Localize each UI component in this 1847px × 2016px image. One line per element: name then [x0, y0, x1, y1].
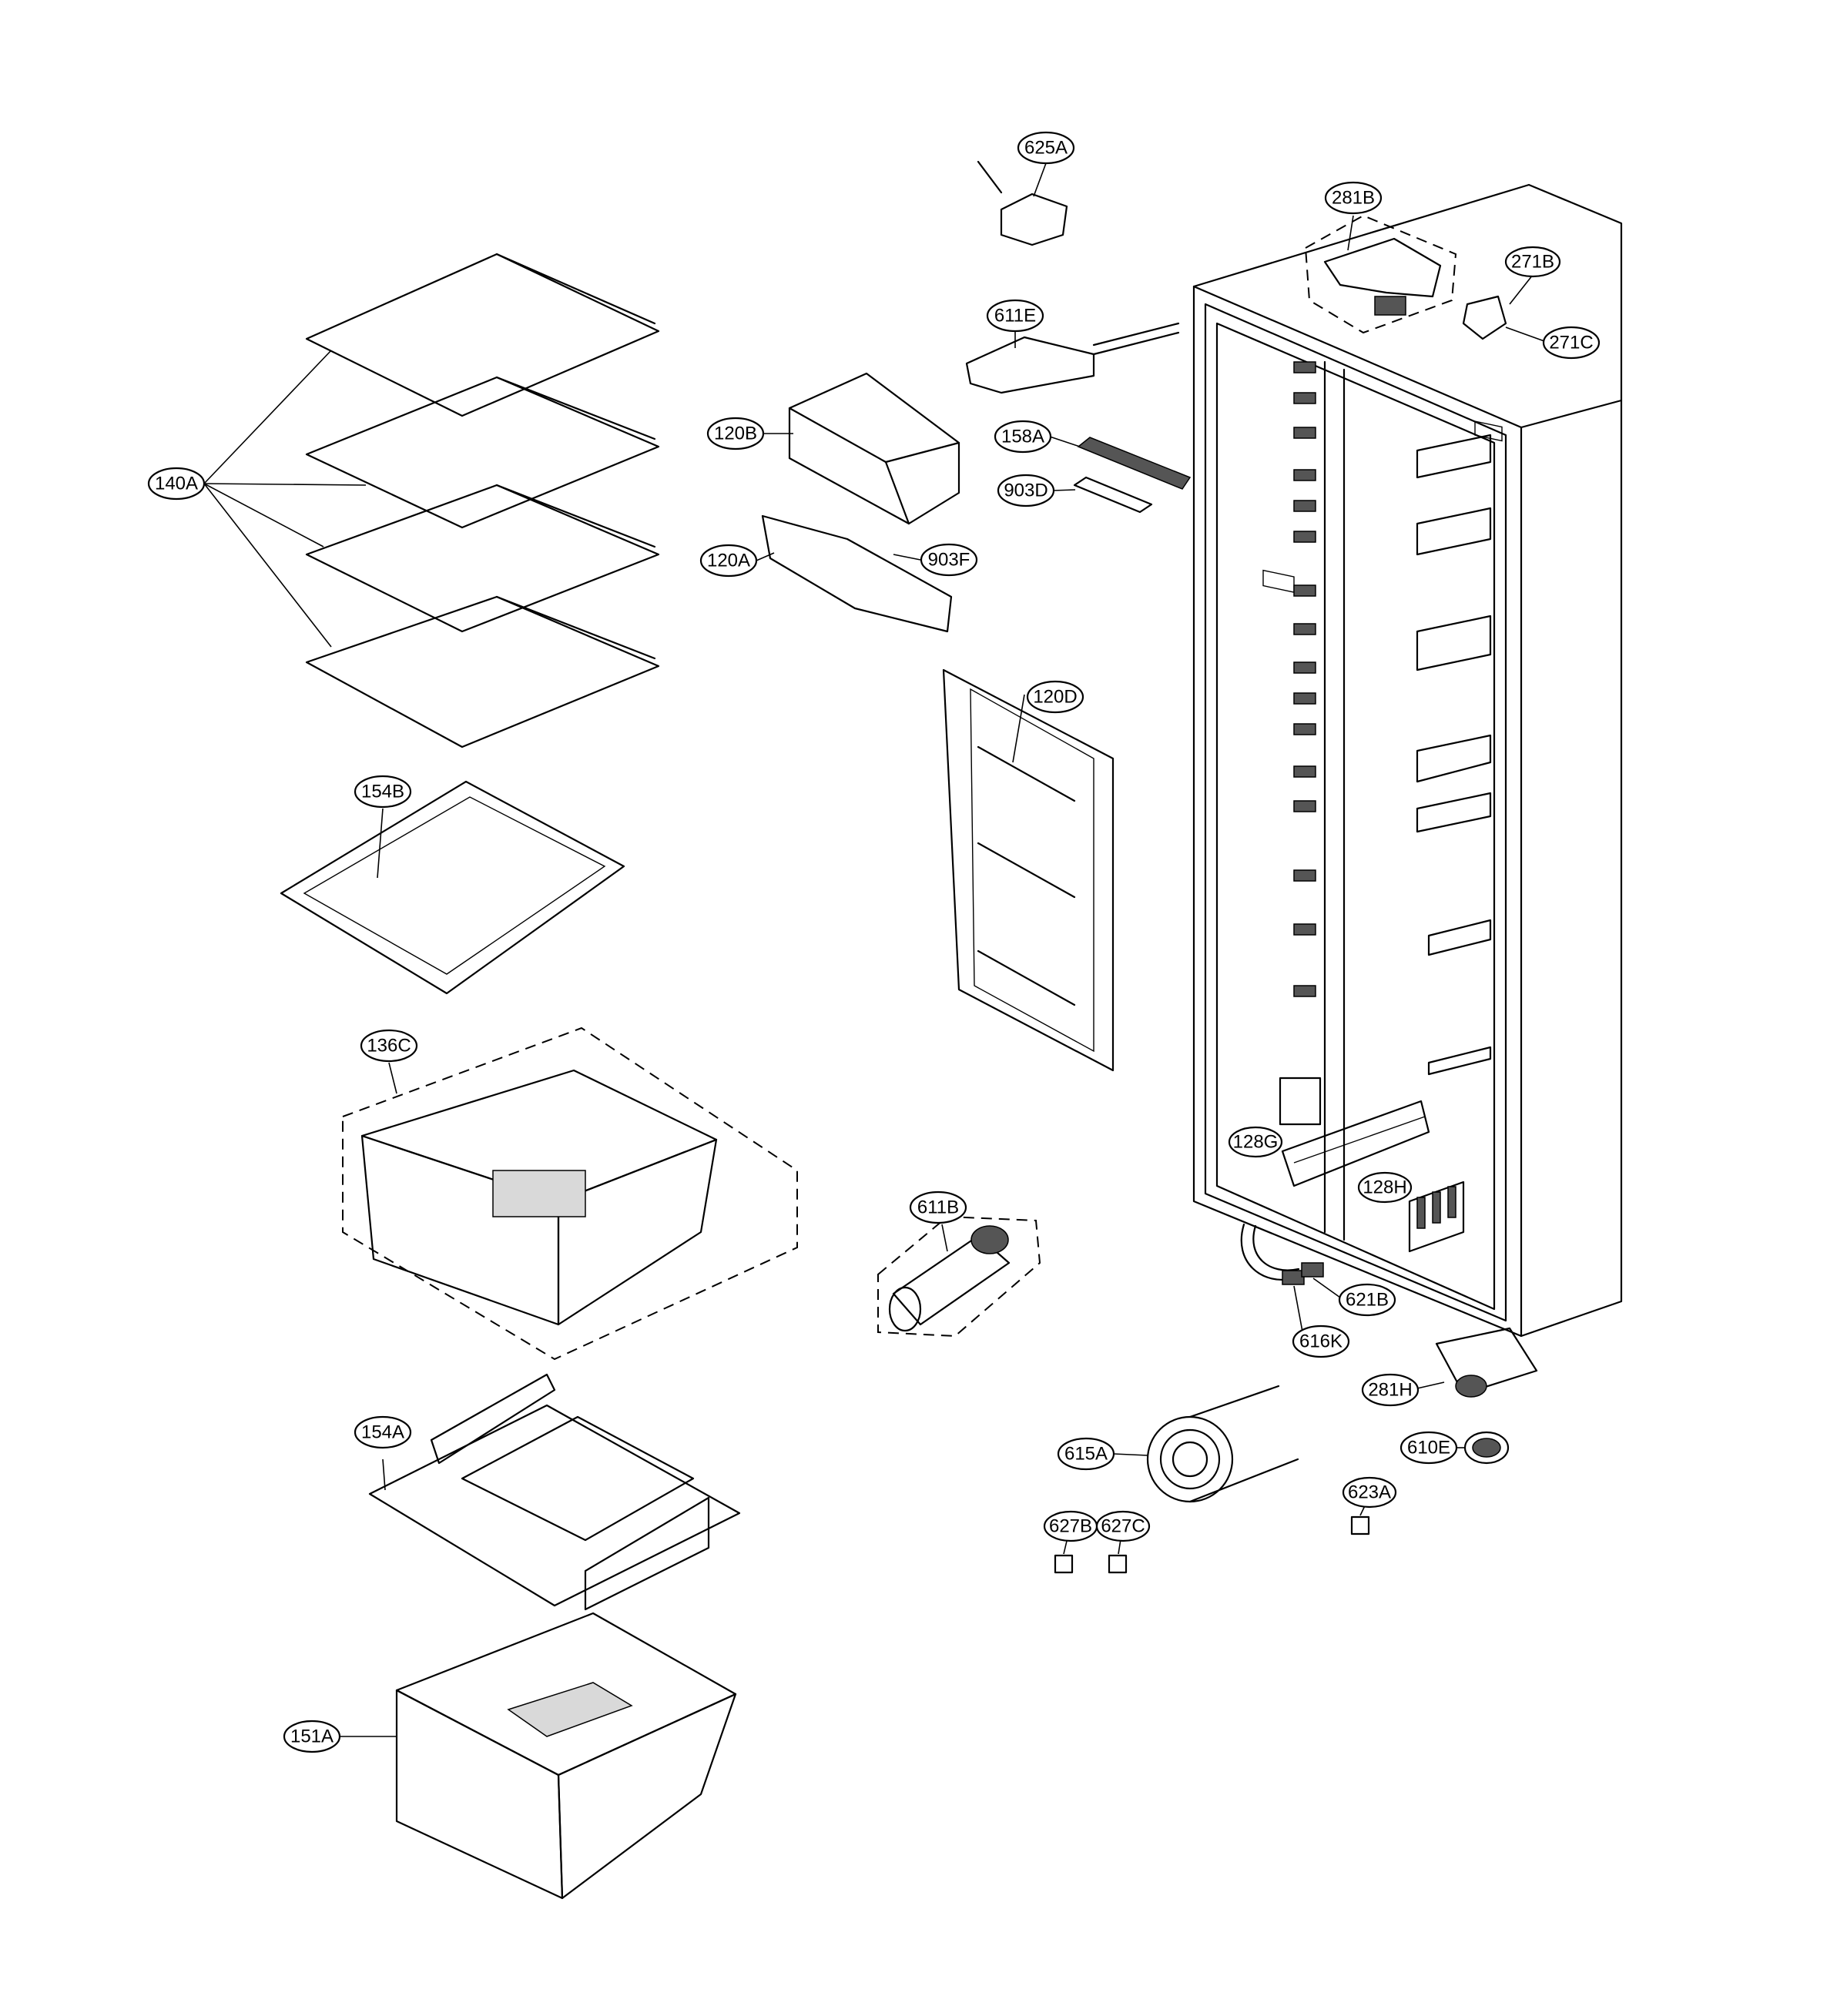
cover-625a [977, 160, 1068, 246]
callout-label: 616K [1299, 1331, 1343, 1352]
callout-label: 128G [1233, 1132, 1279, 1153]
part-120a [761, 514, 953, 633]
callout-label: 281H [1368, 1380, 1412, 1401]
callout-label: 611E [994, 306, 1036, 327]
hinge-assembly-bounding-box [1304, 214, 1457, 334]
callout-615a: 615A [1057, 1437, 1115, 1471]
callout-label: 140A [155, 474, 198, 494]
cap-610e [1463, 1431, 1510, 1465]
part-120b [788, 372, 960, 525]
callout-label: 903F [928, 550, 970, 571]
callout-label: 120D [1033, 687, 1077, 708]
panel-120d [942, 668, 1115, 1072]
slide-rail-128h [1408, 1180, 1465, 1253]
top-hinge-cover [1323, 237, 1442, 298]
callout-120d: 120D [1026, 680, 1084, 714]
callout-611e: 611E [986, 299, 1044, 333]
crisper-assembly-bounding-box [342, 1026, 798, 1361]
water-fittings [1282, 1262, 1324, 1285]
callout-621b: 621B [1338, 1283, 1396, 1317]
callout-151a: 151A [283, 1720, 341, 1753]
water-filter-611b [888, 1225, 1011, 1332]
tray-154a [368, 1373, 741, 1611]
callout-154b: 154B [354, 775, 412, 809]
callout-610e: 610E [1399, 1431, 1458, 1465]
leader-lines [203, 162, 1545, 1737]
strip-158a [1077, 437, 1192, 490]
refrigerator-cabinet [1192, 183, 1623, 1338]
callout-label: 627C [1101, 1516, 1145, 1537]
callout-271b: 271B [1504, 246, 1561, 278]
callout-label: 611B [917, 1197, 959, 1218]
callout-label: 621B [1346, 1290, 1389, 1311]
callout-903f: 903F [920, 543, 978, 577]
slide-rail-128g [1281, 1100, 1430, 1187]
callout-label: 281B [1332, 188, 1375, 209]
clip-623a [1350, 1515, 1370, 1535]
crisper-drawer-136c [360, 1069, 718, 1326]
callout-154a: 154A [354, 1415, 412, 1449]
callout-623a: 623A [1342, 1476, 1397, 1509]
callout-label: 136C [367, 1036, 411, 1057]
shelf-frame-154b [280, 780, 625, 995]
drawer-151a [395, 1612, 737, 1900]
callout-128g: 128G [1228, 1126, 1283, 1158]
bottom-hinge-281h [1435, 1327, 1538, 1398]
callout-616k: 616K [1292, 1324, 1350, 1358]
callout-label: 154B [361, 782, 404, 802]
fresh-food-shelf-brackets [1416, 434, 1492, 1076]
callout-label: 154A [361, 1422, 404, 1443]
callout-label: 128H [1363, 1177, 1406, 1198]
callout-120a: 120A [699, 544, 758, 578]
callout-label: 627B [1049, 1516, 1092, 1537]
callout-627c: 627C [1095, 1510, 1151, 1542]
foam-903d [1073, 476, 1153, 514]
callout-271c: 271C [1542, 326, 1601, 360]
callout-label: 158A [1001, 427, 1044, 447]
callout-136c: 136C [360, 1029, 418, 1063]
callout-625a: 625A [1017, 131, 1075, 165]
callout-140a: 140A [147, 467, 206, 501]
callout-label: 120B [714, 424, 757, 444]
hinge-sensor-part [1462, 295, 1507, 340]
callout-158a: 158A [994, 420, 1052, 454]
callout-label: 610E [1407, 1438, 1450, 1458]
callout-903d: 903D [997, 474, 1055, 507]
water-filter-bounding-box [877, 1215, 1041, 1338]
callout-120b: 120B [706, 417, 765, 450]
callout-label: 625A [1024, 138, 1068, 159]
housing-611e [965, 322, 1180, 394]
callout-label: 120A [707, 551, 750, 571]
callout-281b: 281B [1324, 181, 1383, 215]
glass-shelves [305, 253, 660, 748]
tube-roll-615a [1146, 1385, 1299, 1503]
callout-label: 271C [1549, 333, 1593, 353]
callout-label: 903D [1004, 481, 1048, 501]
clip-627c [1108, 1554, 1128, 1574]
callout-label: 623A [1348, 1482, 1391, 1503]
callout-label: 151A [290, 1726, 334, 1747]
callout-label: 615A [1064, 1444, 1108, 1465]
callout-128h: 128H [1357, 1171, 1413, 1204]
callout-label: 271B [1511, 252, 1554, 273]
callout-627b: 627B [1043, 1510, 1098, 1542]
callout-611b: 611B [909, 1191, 967, 1224]
clip-627b [1054, 1554, 1074, 1574]
freezer-shelf-rails [1293, 361, 1316, 997]
callout-281h: 281H [1361, 1373, 1420, 1407]
